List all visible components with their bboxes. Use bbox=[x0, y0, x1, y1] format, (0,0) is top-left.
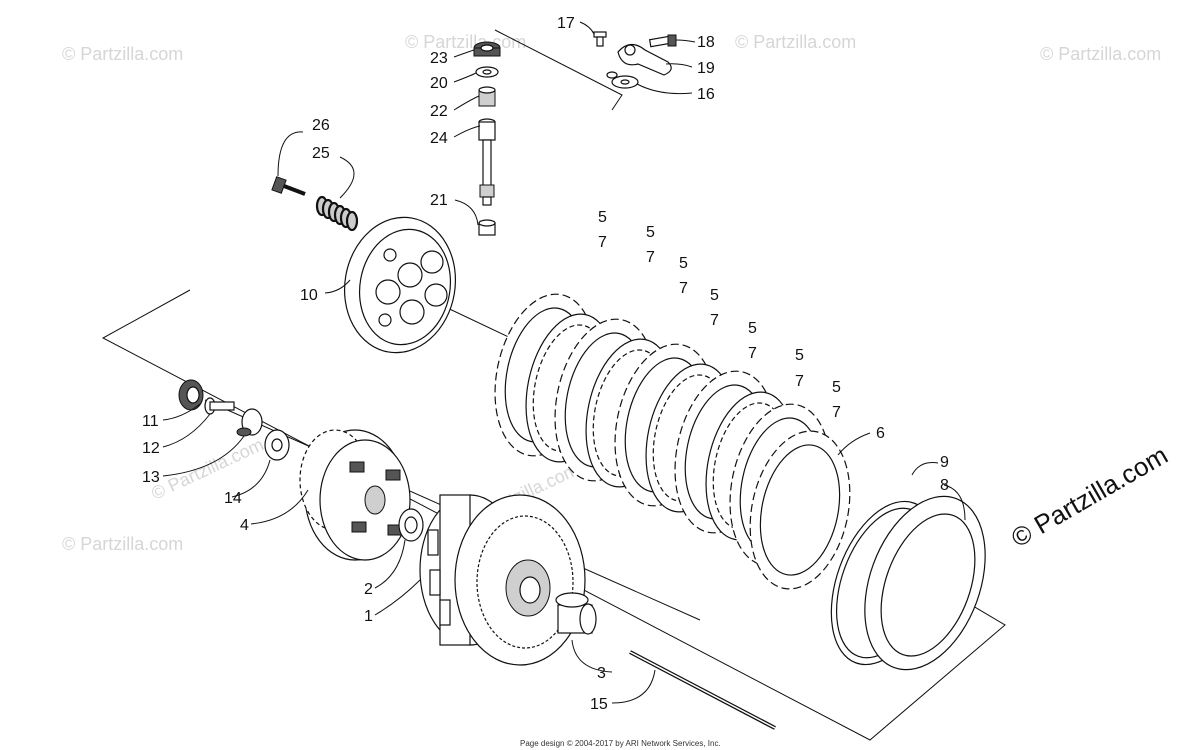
callout-3: 3 bbox=[597, 665, 606, 682]
callout-9: 9 bbox=[940, 454, 949, 471]
callout-7-d: 7 bbox=[710, 312, 719, 329]
callout-5-g: 5 bbox=[832, 379, 841, 396]
bolt-part-26 bbox=[271, 176, 306, 196]
callout-22: 22 bbox=[430, 103, 448, 120]
callout-5-b: 5 bbox=[646, 224, 655, 241]
callout-5-c: 5 bbox=[679, 255, 688, 272]
callout-8: 8 bbox=[940, 477, 949, 494]
thrust-washer-part-2 bbox=[398, 508, 424, 542]
bearing-part-11 bbox=[178, 379, 204, 411]
callout-labels: 17 18 19 16 23 20 22 24 21 26 25 10 11 1… bbox=[142, 15, 949, 713]
callout-14: 14 bbox=[224, 490, 242, 507]
callout-25: 25 bbox=[312, 145, 330, 162]
clutch-plate-stack bbox=[494, 293, 851, 590]
arm-part-19 bbox=[617, 43, 672, 76]
callout-7-b: 7 bbox=[646, 249, 655, 266]
callout-4: 4 bbox=[240, 517, 249, 534]
screw-part-17 bbox=[593, 31, 607, 47]
callout-10: 10 bbox=[300, 287, 318, 304]
callout-20: 20 bbox=[430, 75, 448, 92]
friction-plate-part-6 bbox=[749, 430, 851, 590]
watermark-2: © Partzilla.com bbox=[405, 32, 526, 52]
pin-part-12 bbox=[204, 397, 235, 415]
washer-part-20 bbox=[475, 66, 499, 78]
callout-12: 12 bbox=[142, 440, 160, 457]
callout-11: 11 bbox=[142, 413, 159, 430]
callout-18: 18 bbox=[697, 34, 715, 51]
callout-7-c: 7 bbox=[679, 280, 688, 297]
callout-5-a: 5 bbox=[598, 209, 607, 226]
nut-part-13 bbox=[236, 408, 263, 437]
watermark-4: © Partzilla.com bbox=[1040, 44, 1161, 64]
spring-part-25 bbox=[315, 195, 359, 232]
callout-7-e: 7 bbox=[748, 345, 757, 362]
callout-7-a: 7 bbox=[598, 234, 607, 251]
watermark-3: © Partzilla.com bbox=[735, 32, 856, 52]
push-rod-part-15 bbox=[629, 650, 776, 730]
page-footer: Page design © 2004-2017 by ARI Network S… bbox=[520, 739, 721, 748]
callout-7-g: 7 bbox=[832, 404, 841, 421]
watermark-5: © Partzilla.com bbox=[62, 534, 183, 554]
callout-13: 13 bbox=[142, 469, 160, 486]
watermark-1: © Partzilla.com bbox=[62, 44, 183, 64]
seal-part-23 bbox=[473, 41, 501, 57]
clutch-basket-part-1 bbox=[419, 494, 586, 666]
callout-5-f: 5 bbox=[795, 347, 804, 364]
callout-15: 15 bbox=[590, 696, 608, 713]
callout-1: 1 bbox=[364, 608, 373, 625]
bushing-part-21 bbox=[478, 219, 496, 236]
callout-16: 16 bbox=[697, 86, 715, 103]
callout-2: 2 bbox=[364, 581, 373, 598]
watermark-6: © Partzilla.com bbox=[148, 434, 266, 503]
shaft-part-24 bbox=[478, 118, 496, 206]
shaft-frame-line bbox=[494, 29, 623, 111]
bolt-part-18 bbox=[648, 34, 677, 48]
callout-23: 23 bbox=[430, 50, 448, 67]
callout-19: 19 bbox=[697, 60, 715, 77]
callout-6: 6 bbox=[876, 425, 885, 442]
callout-7-f: 7 bbox=[795, 373, 804, 390]
callout-5-e: 5 bbox=[748, 320, 757, 337]
washer-part-16 bbox=[606, 71, 639, 89]
callout-21: 21 bbox=[430, 192, 448, 209]
ring-part-8 bbox=[864, 495, 986, 671]
callout-5-d: 5 bbox=[710, 287, 719, 304]
bearing-part-22 bbox=[478, 86, 496, 107]
callout-17: 17 bbox=[557, 15, 575, 32]
bushing-part-3 bbox=[555, 592, 597, 635]
pressure-plate-part-10 bbox=[343, 216, 457, 354]
leader-lines bbox=[162, 21, 966, 704]
callout-26: 26 bbox=[312, 117, 330, 134]
clutch-hub-part-4 bbox=[299, 429, 411, 561]
callout-24: 24 bbox=[430, 130, 448, 147]
lock-washer-part-14 bbox=[264, 429, 290, 461]
partzilla-brand-mark: © Partzilla.com bbox=[1006, 440, 1173, 554]
